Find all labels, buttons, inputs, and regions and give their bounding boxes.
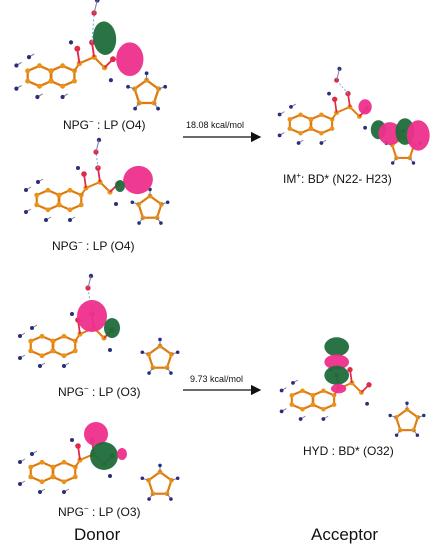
orbital-lobe-1 bbox=[324, 354, 350, 370]
molecule-donor-2 bbox=[24, 137, 170, 225]
ring-five bbox=[146, 343, 174, 371]
molecule-donor-1 bbox=[14, 0, 168, 111]
ring-a bbox=[28, 333, 56, 359]
ring-b bbox=[50, 459, 78, 485]
orbital-lobe-1 bbox=[116, 42, 144, 76]
orbital-lobe-3 bbox=[331, 383, 347, 394]
ring-five bbox=[132, 77, 162, 106]
column-heading-donor: Donor bbox=[74, 525, 121, 544]
orbital-lobe-1 bbox=[104, 318, 120, 338]
arrow-1-energy: 18.08 kcal/mol bbox=[186, 120, 245, 130]
molecule-donor-3 bbox=[18, 273, 180, 375]
column-heading-acceptor: Acceptor bbox=[311, 525, 379, 544]
panel-label-donor-2: NPG− : LP (O4) bbox=[52, 238, 135, 254]
orbital-lobe-2 bbox=[378, 122, 402, 145]
ring-five bbox=[146, 469, 174, 497]
orbital-lobe-0 bbox=[123, 165, 153, 195]
orbital-lobe-2 bbox=[117, 448, 127, 460]
ring-b bbox=[56, 187, 84, 213]
ring-five bbox=[136, 193, 164, 221]
ring-b bbox=[308, 112, 335, 136]
ring-a bbox=[25, 63, 54, 89]
molecule-acceptor-2 bbox=[279, 337, 426, 437]
orbital-lobe-0 bbox=[93, 21, 117, 55]
panel-label-donor-4: NPG− : LP (O3) bbox=[58, 504, 141, 520]
ring-a bbox=[28, 459, 56, 485]
orbital-lobe-0 bbox=[358, 99, 372, 115]
arrow-2-energy: 9.73 kcal/mol bbox=[190, 374, 244, 384]
ring-b bbox=[310, 388, 337, 412]
ring-a bbox=[287, 112, 314, 136]
molecule-acceptor-1 bbox=[277, 66, 430, 165]
orbital-lobe-2 bbox=[324, 365, 350, 385]
ring-a bbox=[34, 187, 62, 213]
orbital-lobe-0 bbox=[84, 422, 108, 446]
orbital-lobe-1 bbox=[115, 180, 125, 192]
panel-label-acceptor-2: HYD : BD* (O32) bbox=[303, 444, 394, 458]
orbital-lobe-4 bbox=[406, 120, 430, 151]
orbital-lobe-1 bbox=[90, 442, 118, 470]
panel-label-acceptor-1: IM+: BD* (N22- H23) bbox=[283, 171, 392, 187]
orbital-lobe-0 bbox=[77, 300, 107, 332]
ring-b bbox=[50, 333, 78, 359]
ring-b bbox=[48, 63, 77, 89]
ring-five bbox=[393, 407, 421, 433]
ring-a bbox=[289, 388, 316, 412]
molecule-donor-4 bbox=[18, 422, 180, 501]
orbital-lobe-0 bbox=[324, 337, 350, 357]
panel-label-donor-3: NPG− : LP (O3) bbox=[58, 384, 141, 400]
panel-label-donor-1: NPG− : LP (O4) bbox=[63, 117, 146, 133]
